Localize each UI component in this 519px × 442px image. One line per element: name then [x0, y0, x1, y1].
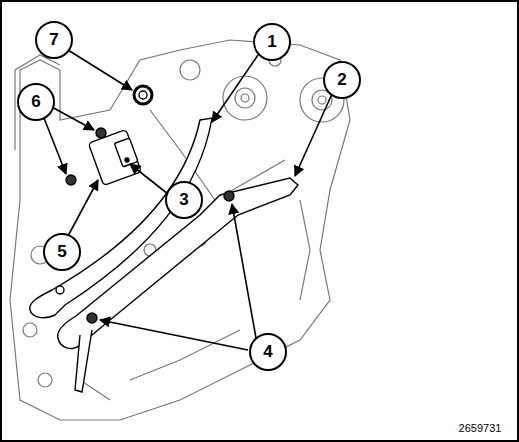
chain-guide-2 [58, 178, 298, 349]
callout-number: 2 [323, 61, 361, 99]
callout-number: 5 [43, 233, 81, 271]
chain-guides [30, 86, 298, 392]
tensioner-pin-3 [125, 158, 129, 162]
bolt-6 [66, 175, 76, 185]
callout-number: 4 [249, 333, 287, 371]
guide-arm [75, 330, 92, 392]
callout-number: 1 [253, 23, 291, 61]
tensioner-5 [88, 130, 141, 186]
callout-number: 3 [165, 181, 203, 219]
callout-number: 7 [35, 21, 73, 59]
bolt-6 [96, 128, 106, 138]
figure-number: 2659731 [458, 422, 503, 434]
bolt-4 [87, 313, 97, 323]
leader-lines [44, 50, 332, 350]
callout-number: 6 [17, 83, 55, 121]
engine-block [10, 40, 350, 420]
bolt-4 [224, 191, 234, 201]
o-ring-7 [134, 86, 152, 104]
